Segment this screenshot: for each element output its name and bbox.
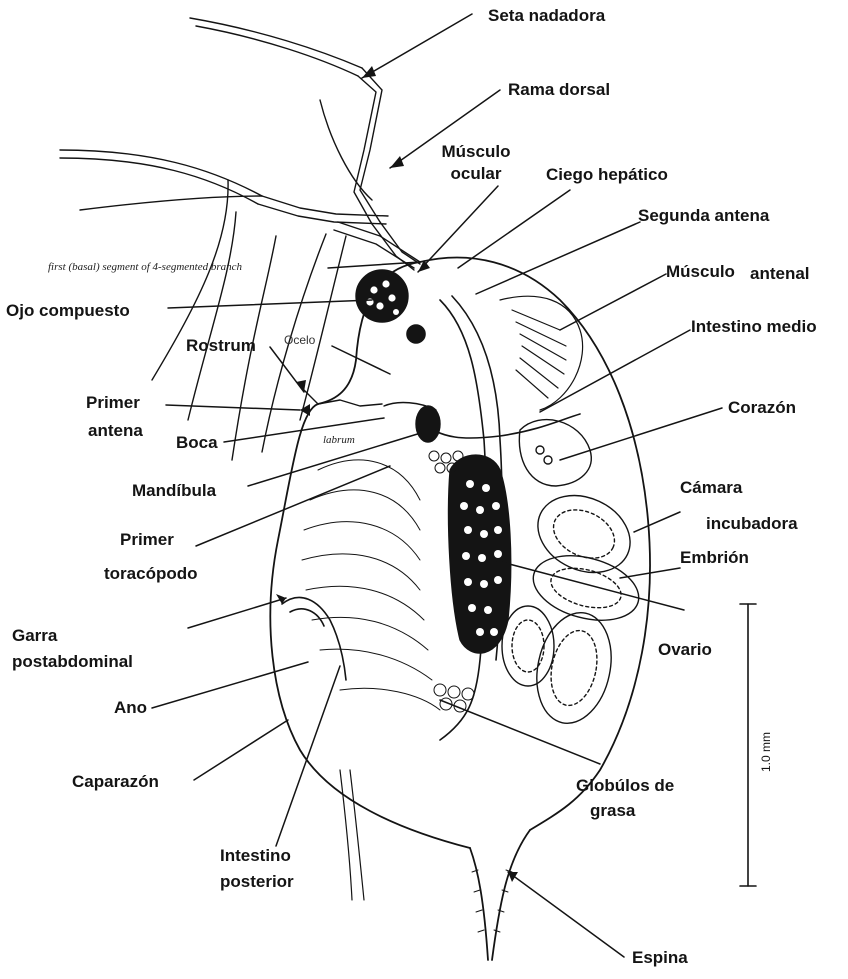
label-ojo-compuesto: Ojo compuesto [6, 301, 130, 321]
thoracic-limbs [302, 460, 440, 710]
label-corazon: Corazón [728, 398, 796, 418]
label-ano: Ano [114, 698, 147, 718]
label-garra-line1: Garra [12, 626, 57, 646]
label-musculo-ocular-line1: Músculo [432, 142, 520, 162]
label-ciego-hepatico: Ciego hepático [546, 165, 668, 185]
label-scale-bar: 1.0 mm [756, 732, 776, 772]
label-boca: Boca [176, 433, 218, 453]
label-camara-line1: Cámara [680, 478, 742, 498]
postabdominal-claw [282, 597, 346, 680]
label-espina: Espina [632, 948, 688, 968]
label-primer-antena-line1: Primer [86, 393, 140, 413]
label-mandibula: Mandíbula [132, 481, 216, 501]
label-musculo-antenal-line2: antenal [750, 264, 810, 284]
label-musculo-ocular-line2: ocular [432, 164, 520, 184]
antennal-muscle [500, 296, 583, 410]
label-embrion: Embrión [680, 548, 749, 568]
ovary [448, 455, 510, 653]
label-rostrum: Rostrum [186, 336, 256, 356]
scale-bar [740, 604, 756, 886]
posterior-setae [340, 770, 364, 900]
embryos [502, 481, 646, 730]
label-globulos-line1: Globúlos de [576, 776, 674, 796]
label-camara-line2: incubadora [706, 514, 798, 534]
label-segunda-antena: Segunda antena [638, 206, 769, 226]
label-labrum: labrum [323, 430, 355, 450]
label-intestino-posterior-line1: Intestino [220, 846, 291, 866]
label-globulos-line2: grasa [590, 801, 635, 821]
label-primer-toracopodo-line1: Primer [120, 530, 174, 550]
label-seta-nadadora: Seta nadadora [488, 6, 605, 26]
label-rama-dorsal: Rama dorsal [508, 80, 610, 100]
compound-eye [356, 270, 408, 322]
label-primer-toracopodo-line2: toracópodo [104, 564, 198, 584]
label-garra-line2: postabdominal [12, 652, 133, 672]
label-ocelo: Ocelo [284, 330, 315, 350]
label-ovario: Ovario [658, 640, 712, 660]
label-intestino-medio: Intestino medio [691, 317, 817, 337]
label-intestino-posterior-line2: posterior [220, 872, 294, 892]
label-primer-antena-line2: antena [88, 421, 143, 441]
label-musculo-antenal-line1: Músculo [666, 262, 735, 282]
label-caparazon: Caparazón [72, 772, 159, 792]
label-basal-segment: first (basal) segment of 4-segmented bra… [48, 257, 242, 277]
